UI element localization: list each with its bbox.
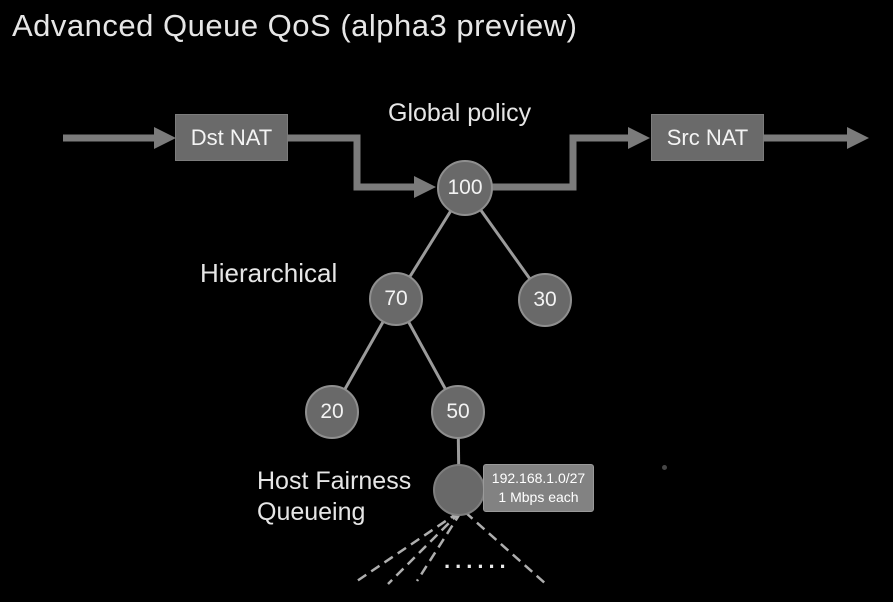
host-fairness-label-line1: Host Fairness — [257, 467, 412, 495]
node-70: 70 — [369, 272, 423, 326]
node-50-value: 50 — [446, 400, 470, 423]
src-nat-label: Src NAT — [666, 124, 749, 150]
node-hfq-leaf — [433, 464, 485, 516]
node-50: 50 — [431, 385, 485, 439]
dst-nat-label: Dst NAT — [190, 124, 273, 150]
slide-title: Advanced Queue QoS (alpha3 preview) — [12, 8, 578, 43]
host-queue-dashed-3 — [415, 511, 463, 582]
root-to-srcnat-connector — [490, 134, 630, 191]
host-fairness-label-line2: Queueing — [257, 498, 366, 526]
root-to-srcnat-arrow-head-icon — [628, 127, 650, 149]
subnet-callout-line1: 192.168.1.0/27 — [491, 470, 586, 486]
outbound-arrow-head-icon — [847, 127, 869, 149]
subnet-callout: 192.168.1.0/27 1 Mbps each — [483, 464, 594, 512]
more-queues-ellipsis: ...... — [444, 548, 511, 573]
src-nat-box: Src NAT — [651, 114, 764, 161]
host-queue-dashed-4 — [464, 511, 548, 586]
inbound-arrow-head-icon — [154, 127, 176, 149]
host-queue-dashed-1 — [356, 510, 460, 583]
dstnat-to-root-arrow-head-icon — [414, 176, 436, 198]
global-policy-label: Global policy — [388, 99, 532, 127]
node-30: 30 — [518, 273, 572, 327]
host-fairness-label: Host Fairness Queueing — [257, 466, 411, 528]
node-30-value: 30 — [533, 288, 557, 311]
node-20-value: 20 — [320, 400, 344, 423]
node-root-100: 100 — [437, 160, 493, 216]
faint-dot — [662, 465, 667, 470]
hierarchical-label: Hierarchical — [200, 258, 338, 288]
node-root-100-value: 100 — [447, 176, 483, 199]
node-70-value: 70 — [384, 287, 408, 310]
dstnat-to-root-connector — [288, 134, 416, 191]
host-queue-dashed-2 — [387, 511, 461, 585]
subnet-callout-line2: 1 Mbps each — [498, 489, 579, 505]
node-20: 20 — [305, 385, 359, 439]
dst-nat-box: Dst NAT — [175, 114, 288, 161]
